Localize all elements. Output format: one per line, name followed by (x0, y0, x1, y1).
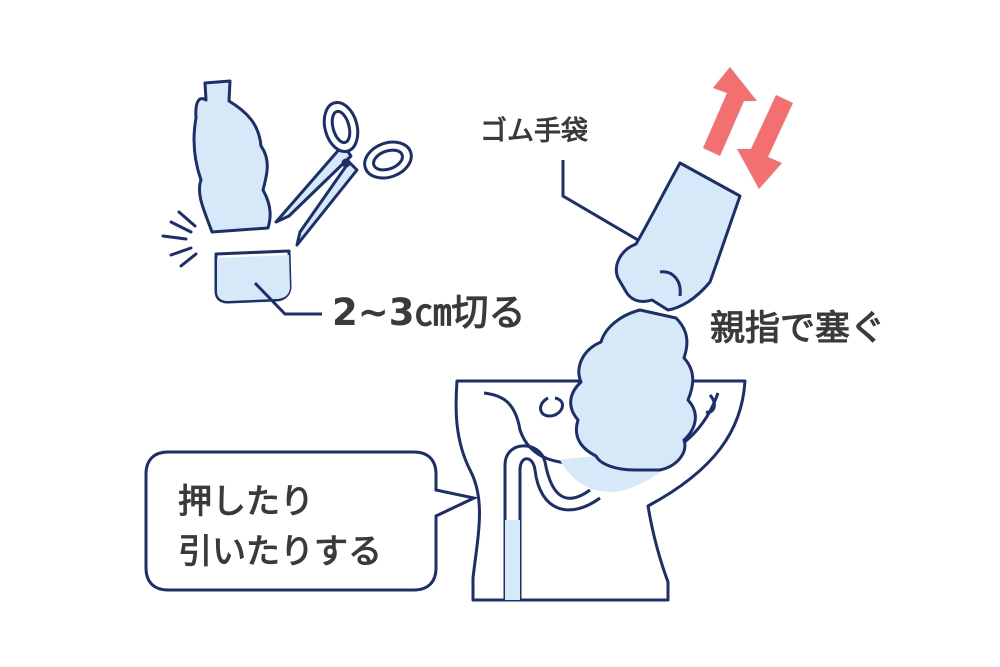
cut-spark-lines (161, 210, 198, 268)
up-down-arrows-icon (703, 67, 793, 189)
thumb-cover-label: 親指で塞ぐ (710, 309, 886, 349)
bottle-bottom-piece (214, 249, 292, 304)
speech-bubble-text: 押したり 引いたりする (178, 477, 382, 577)
speech-bubble-line-2: 引いたりする (178, 532, 382, 572)
scissors-icon (274, 100, 413, 247)
cut-length-label: 2~3㎝切る (332, 291, 526, 334)
glove-leader-line (561, 160, 639, 242)
glove-hand-icon (614, 161, 742, 312)
bottle-top-piece (192, 79, 272, 234)
rubber-glove-label: ゴム手袋 (480, 116, 588, 147)
cut-leader-line (253, 281, 322, 316)
speech-bubble-line-1: 押したり (178, 482, 314, 522)
bottle-in-toilet (569, 308, 697, 472)
speech-bubble (144, 450, 479, 592)
